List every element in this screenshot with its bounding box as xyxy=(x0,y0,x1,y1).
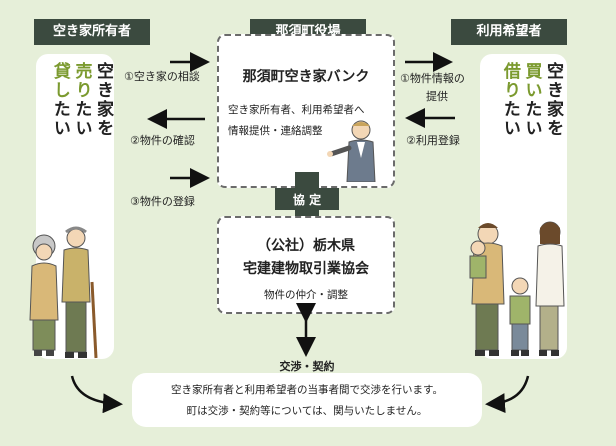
arrow-user-to-note xyxy=(485,375,530,414)
flow-label-info-line2: 提供 xyxy=(426,90,448,103)
owner-line2: 売りたい xyxy=(71,62,91,212)
staff-illustration xyxy=(327,120,376,182)
association-title-line1: （公社）栃木県 xyxy=(257,238,355,254)
user-line2: 買いたい xyxy=(521,62,541,212)
elderly-couple-illustration xyxy=(29,226,98,359)
user-line3-rest: たい xyxy=(499,100,520,138)
flow-label-confirm: ②物件の確認 xyxy=(130,134,195,147)
owner-text: 空き家を 売りたい 貸したい xyxy=(46,62,113,212)
flow-label-info-line1: ①物件情報の xyxy=(400,72,465,85)
user-line3: 借りたい xyxy=(499,62,520,212)
owner-line1: 空き家を xyxy=(93,62,113,138)
negotiation-label: 交渉・契約 xyxy=(279,360,335,373)
realtor-association-box xyxy=(217,216,395,314)
agreement-label: 協 定 xyxy=(292,193,322,207)
family-illustration xyxy=(469,221,565,356)
owner-line3-rest: たい xyxy=(49,100,70,138)
akiya-bank-title: 那須町空き家バンク xyxy=(242,69,370,85)
user-rent-word: 借り xyxy=(499,62,520,100)
association-title-line2: 宅建建物取引業協会 xyxy=(243,261,369,277)
user-buy-word: 買い xyxy=(521,62,542,100)
flow-label-consult: ①空き家の相談 xyxy=(124,70,200,83)
owner-line3: 貸したい xyxy=(49,62,70,212)
bottom-note-line1: 空き家所有者と利用希望者の当事者間で交渉を行います。 xyxy=(171,384,443,396)
office-desc-line1: 空き家所有者、利用希望者へ xyxy=(228,104,365,116)
user-line1: 空き家を xyxy=(543,62,563,138)
owner-line2-rest: たい xyxy=(71,100,92,138)
owner-lend-word: 貸し xyxy=(49,62,70,100)
office-desc-line2: 情報提供・連絡調整 xyxy=(228,125,323,137)
bottom-note-line2: 町は交渉・契約等については、関与いたしません。 xyxy=(186,405,428,417)
user-text: 空き家を 買いたい 借りたい xyxy=(492,62,563,212)
association-desc: 物件の仲介・調整 xyxy=(264,289,348,301)
user-header: 利用希望者 xyxy=(451,19,567,45)
flow-label-user-register: ②利用登録 xyxy=(406,134,460,147)
bottom-note xyxy=(132,373,482,427)
owner-header: 空き家所有者 xyxy=(34,19,150,45)
owner-sell-word: 売り xyxy=(71,62,92,100)
user-line2-rest: たい xyxy=(521,100,542,138)
flow-label-register: ③物件の登録 xyxy=(130,195,195,208)
arrow-owner-to-note xyxy=(70,375,123,414)
